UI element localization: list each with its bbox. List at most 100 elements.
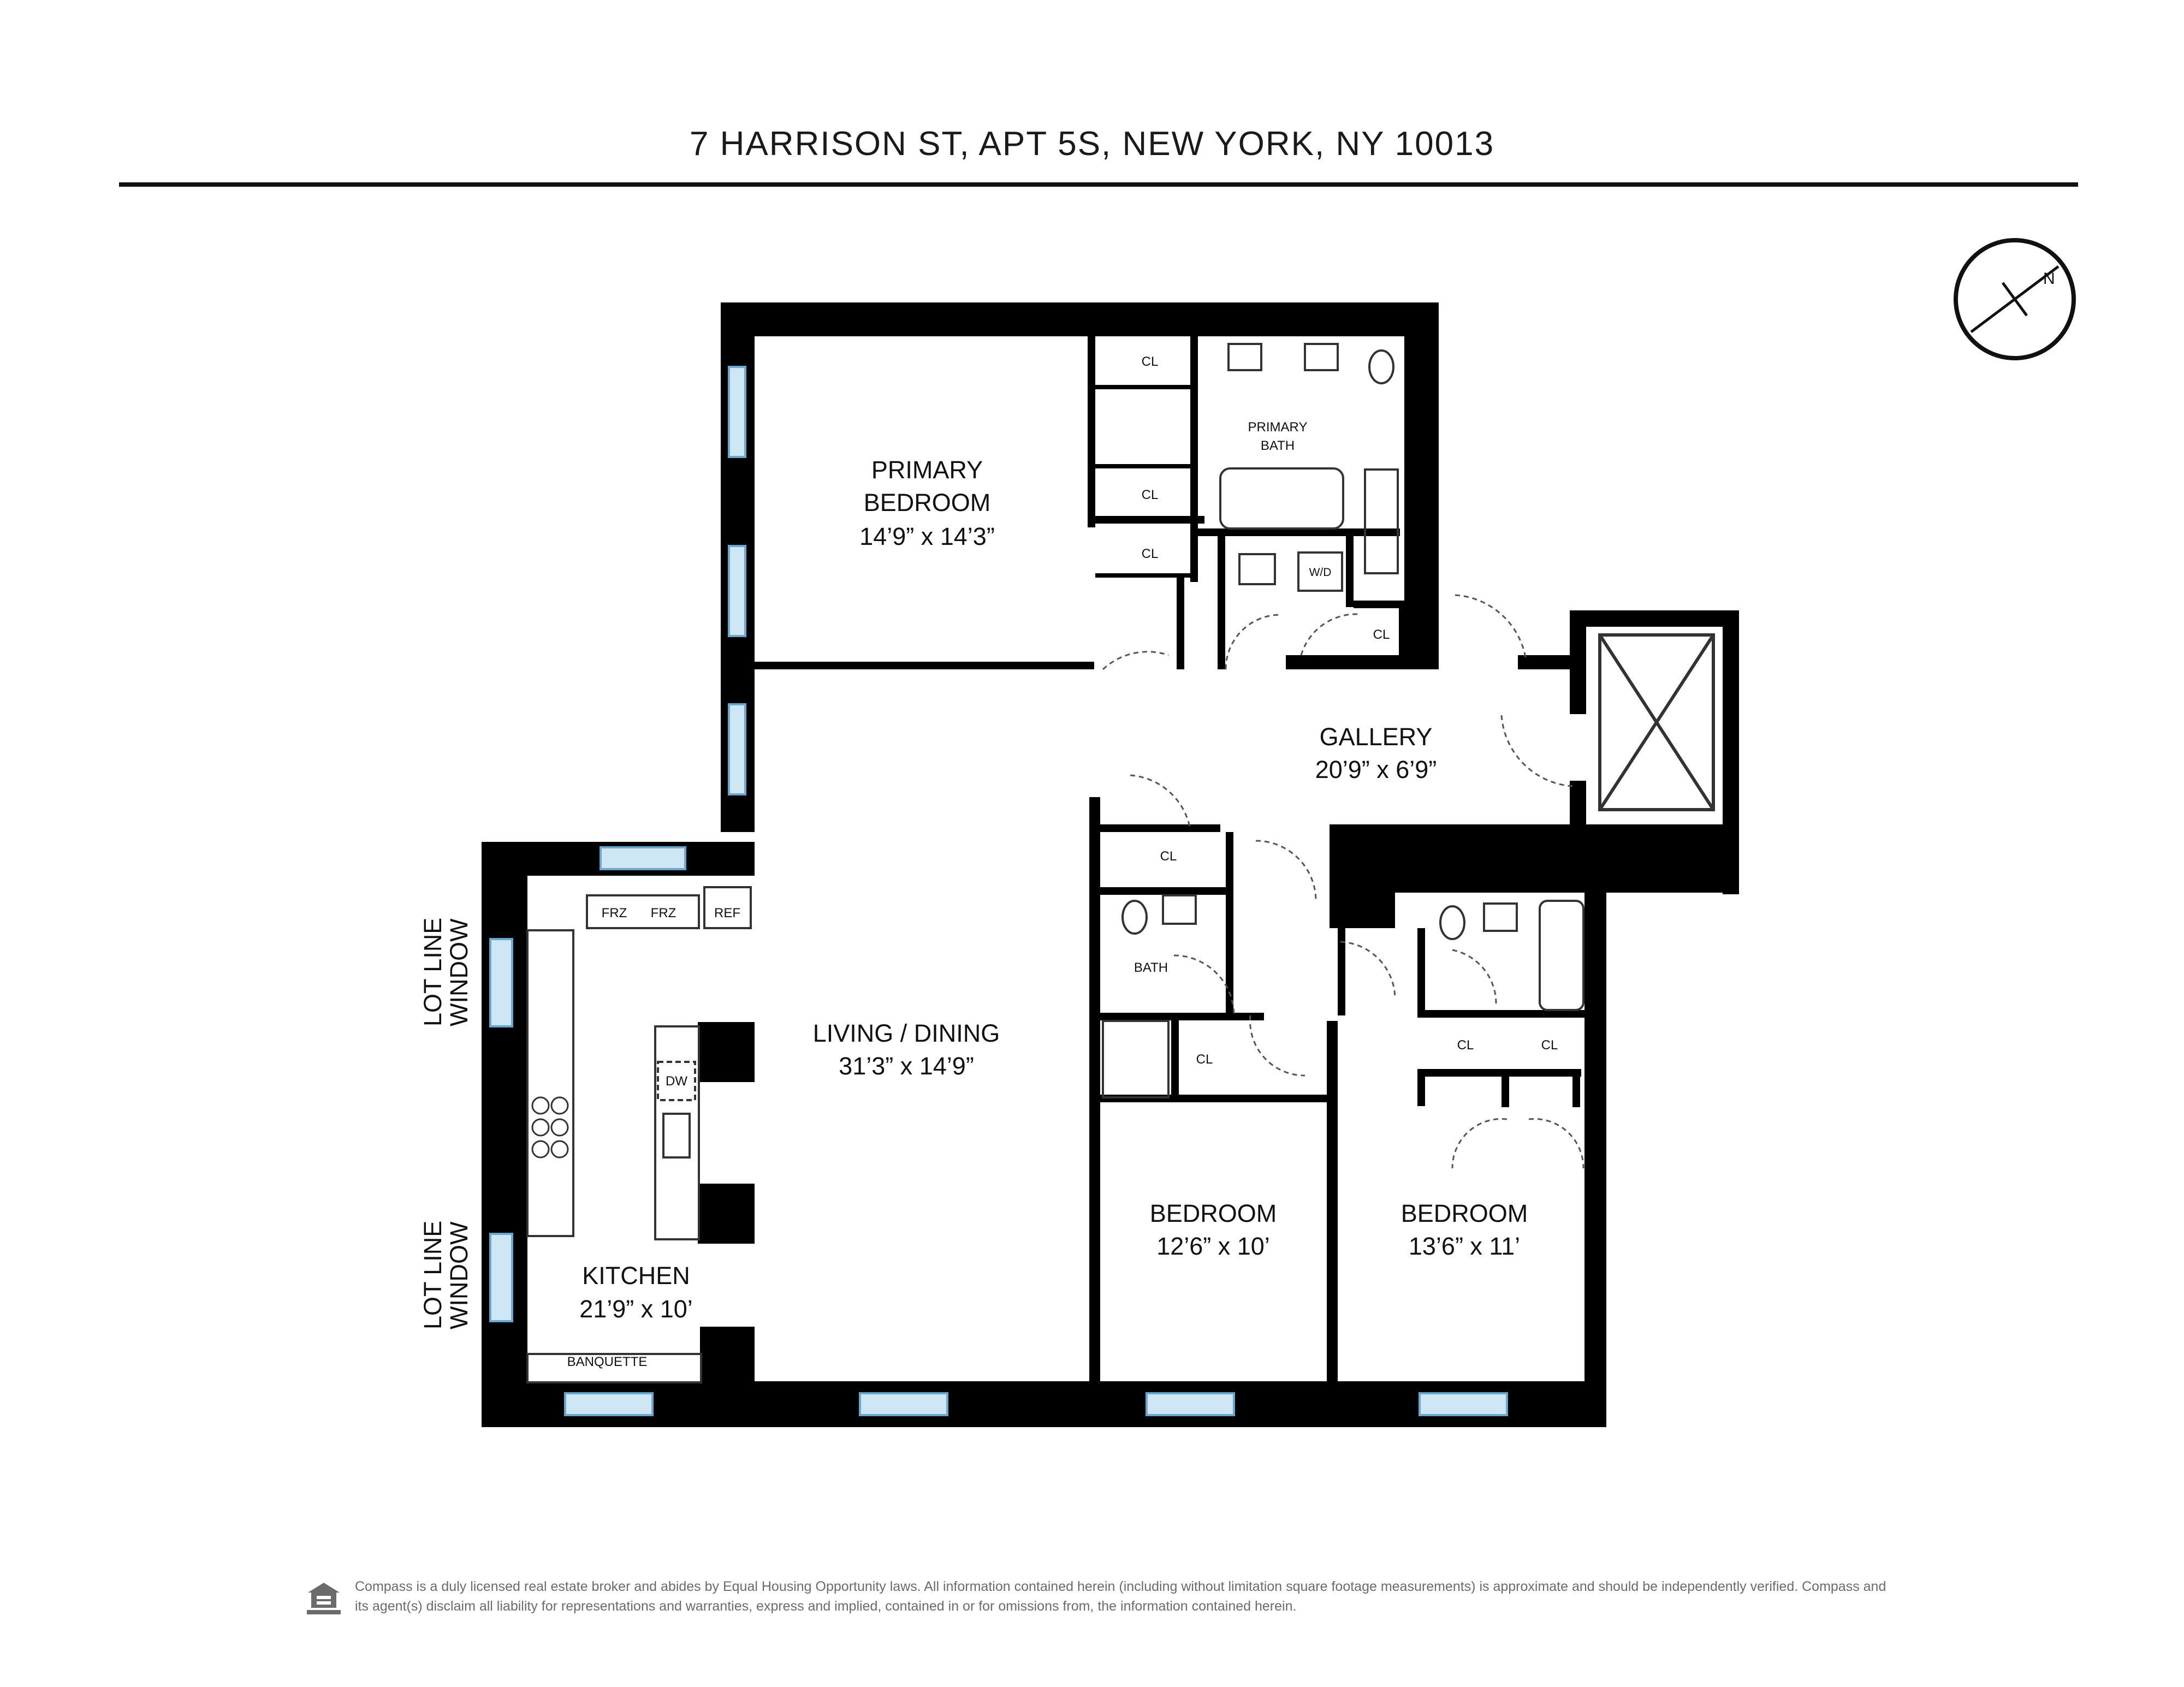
primary-bedroom-label-1: PRIMARY: [871, 456, 983, 484]
door-swing: [1452, 949, 1497, 1005]
window: [489, 1233, 513, 1322]
window: [600, 846, 686, 870]
lot-line-label-2: WINDOW: [445, 1221, 473, 1329]
windows: [489, 366, 1508, 1416]
door-swing: [1225, 614, 1281, 670]
door-swing: [1130, 774, 1191, 830]
wall-segment: [482, 842, 527, 1427]
banquette-seat: [526, 1353, 702, 1383]
wall-segment: [698, 1184, 755, 1244]
fixture-labels: CL CL CL CL CL CL CL CL W/D FRZ FRZ REF …: [567, 354, 1558, 1369]
sink-icon: [1304, 343, 1339, 371]
primary-bath-label-2: BATH: [1261, 438, 1295, 453]
wall-segment: [1518, 655, 1578, 669]
compass: N: [1954, 238, 2076, 360]
primary-bedroom-dims: 14’9” x 14’3”: [859, 522, 995, 550]
door-swing: [1255, 840, 1317, 901]
wall-segment: [1088, 336, 1095, 527]
elevator-stair: [1598, 633, 1715, 811]
wall-segment: [1417, 1010, 1592, 1018]
toilet-icon: [1439, 905, 1465, 940]
wall-segment: [1218, 536, 1225, 669]
window: [1419, 1392, 1508, 1416]
door-swing: [1173, 954, 1235, 1016]
sink-icon: [1162, 894, 1197, 925]
lot-line-label-1: LOT LINE: [419, 1221, 447, 1329]
wall-segment: [1502, 1069, 1509, 1107]
door-swing: [1455, 594, 1527, 661]
title-divider: [119, 182, 2078, 187]
wall-segment: [1330, 824, 1395, 928]
living-dining-label: LIVING / DINING: [813, 1019, 1000, 1047]
banquette-label: BANQUETTE: [567, 1355, 648, 1369]
door-swings: [1102, 594, 1584, 1169]
wall-segment: [1177, 578, 1184, 669]
living-dining-dims: 31’3” x 14’9”: [839, 1052, 974, 1080]
wall-segment: [1100, 1013, 1264, 1020]
door-swing: [1528, 1118, 1584, 1169]
sink-icon: [1238, 553, 1276, 585]
wall-segment: [1226, 832, 1233, 1015]
washer-dryer-label: W/D: [1309, 566, 1332, 579]
lot-line-label-1: LOT LINE: [419, 918, 447, 1026]
primary-bedroom-label-2: BEDROOM: [864, 489, 991, 516]
legal-disclaimer: Compass is a duly licensed real estate b…: [355, 1579, 1886, 1614]
wall-segment: [1338, 928, 1345, 1015]
closet-label: CL: [1160, 849, 1177, 864]
window: [728, 366, 746, 458]
interior-walls: [755, 336, 1592, 1387]
wall-segment: [1095, 573, 1194, 578]
kitchen-counter: [526, 929, 574, 1237]
wall-segment: [1286, 655, 1439, 669]
closet-label: CL: [1457, 1038, 1474, 1053]
room-labels: PRIMARY BEDROOM 14’9” x 14’3” PRIMARY BA…: [579, 420, 1528, 1323]
wall-segment: [1100, 887, 1231, 895]
wall-segment: [1171, 1020, 1179, 1097]
wall-segment: [698, 1022, 755, 1082]
kitchen-sink: [662, 1113, 691, 1159]
wall-segment: [1404, 302, 1439, 669]
door-swing: [1500, 715, 1573, 787]
wall-segment: [1190, 336, 1198, 582]
sink-icon: [1227, 343, 1262, 371]
window: [489, 938, 513, 1027]
wall-segment: [1417, 1069, 1425, 1106]
window: [564, 1392, 654, 1416]
wall-segment: [1570, 610, 1586, 714]
dishwasher-box: [657, 1061, 696, 1101]
wall-segment: [700, 1327, 755, 1427]
door-swing: [1300, 613, 1359, 656]
bathtub-icon: [1219, 467, 1344, 530]
closet-label: CL: [1373, 627, 1390, 642]
wall-segment: [1089, 797, 1100, 1387]
closet-label: CL: [1142, 354, 1159, 369]
kitchen-label: KITCHEN: [582, 1262, 690, 1290]
wall-segment: [1095, 464, 1194, 468]
refrigerator-box: [703, 886, 752, 929]
bathtub-icon: [1539, 900, 1584, 1011]
kitchen-dims: 21’9” x 10’: [579, 1295, 693, 1323]
door-swing: [1249, 1015, 1305, 1077]
wall-segment: [1570, 610, 1739, 627]
compass-ring-icon: [1954, 238, 2076, 360]
wall-segment: [1417, 928, 1425, 1010]
wall-segment: [1723, 610, 1739, 894]
toilet-icon: [1368, 349, 1394, 384]
closet-label: CL: [1541, 1038, 1558, 1053]
wall-segment: [1584, 893, 1606, 1427]
cabinetry-and-fixtures: [526, 343, 1584, 1383]
toilet-icon: [1121, 900, 1148, 935]
door-swing: [1451, 1118, 1508, 1169]
wall-segment: [1354, 601, 1406, 608]
wall-segment: [1095, 385, 1194, 389]
window: [728, 545, 746, 637]
lot-line-label-2: WINDOW: [445, 918, 473, 1026]
freezer-label: FRZ: [602, 906, 627, 920]
door-swing: [1340, 941, 1396, 1000]
wall-segment: [1095, 516, 1204, 524]
wall-segment: [1346, 536, 1354, 607]
equal-housing-icon: [307, 1583, 341, 1614]
gallery-dims: 20’9” x 6’9”: [1315, 756, 1437, 783]
compass-north-label: N: [2043, 270, 2055, 288]
